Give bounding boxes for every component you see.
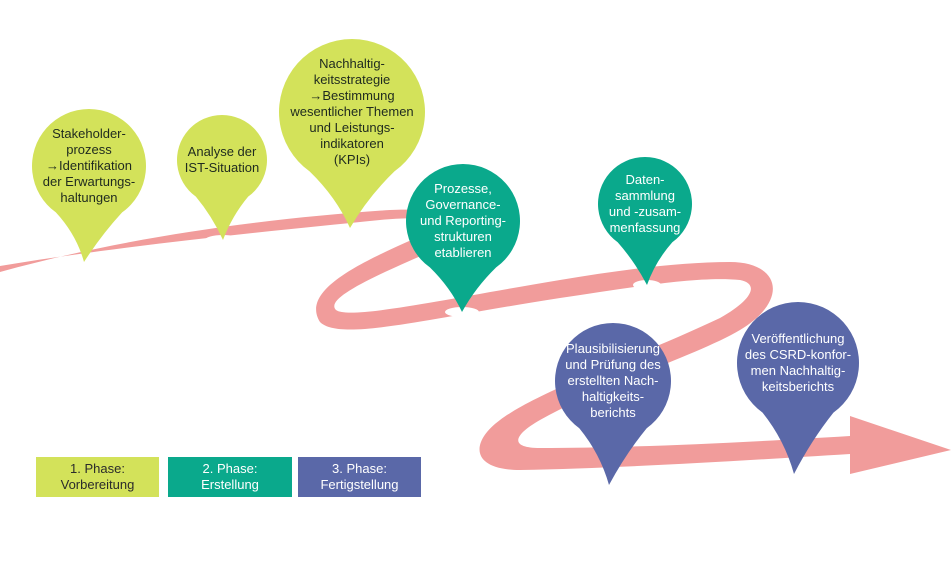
legend-label: 1. Phase: Vorbereitung — [60, 461, 135, 492]
step-label: Plausibilisierung und Prüfung des erstel… — [565, 341, 661, 420]
road-path — [0, 209, 951, 474]
step-label: Veröffentlichung des CSRD-konfor- men Na… — [744, 331, 852, 394]
legend-phase-3: 3. Phase: Fertigstellung — [298, 457, 421, 497]
step-label: Prozesse, Governance- und Reporting- str… — [420, 181, 506, 260]
step-pin-1 — [32, 108, 147, 262]
step-pin-6 — [555, 322, 672, 485]
step-label: Nachhaltig- keitsstrategie →Bestimmung w… — [290, 56, 414, 167]
step-label: Stakeholder- prozess →Identifikation der… — [42, 126, 136, 205]
legend-label: 3. Phase: Fertigstellung — [320, 461, 399, 492]
step-pin-5 — [598, 156, 692, 285]
step-pin-7 — [736, 301, 859, 474]
step-pin-3 — [278, 38, 425, 229]
step-pin-4 — [406, 164, 520, 312]
legend-label: 2. Phase: Erstellung — [201, 461, 259, 492]
legend-phase-2: 2. Phase: Erstellung — [168, 457, 292, 497]
step-label: Analyse der IST-Situation — [184, 144, 260, 175]
step-pin-2 — [177, 114, 267, 240]
legend-phase-1: 1. Phase: Vorbereitung — [36, 457, 159, 497]
step-label: Daten- sammlung und -zusam- menfassung — [608, 172, 682, 235]
